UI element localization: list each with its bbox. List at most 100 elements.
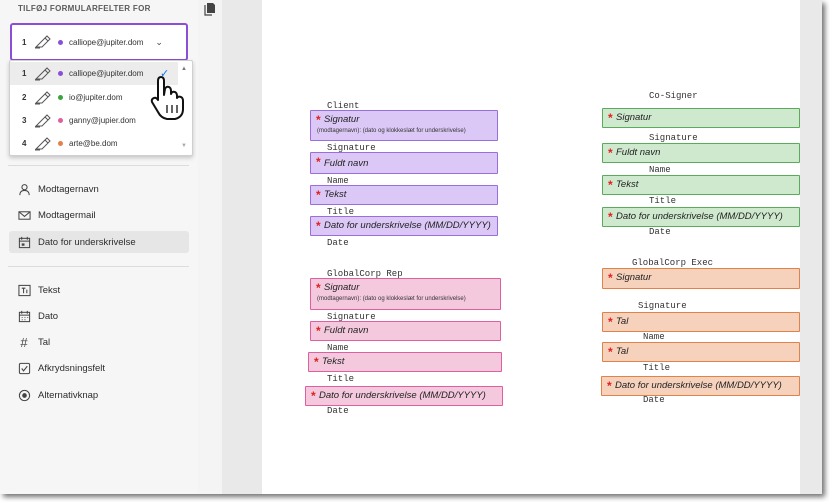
recipient-option-1[interactable]: 1 calliope@jupiter.dom ✓ [10, 62, 178, 85]
recipient-option-3[interactable]: 3 ganny@jupier.dom [10, 109, 178, 132]
pen-icon [34, 90, 51, 104]
divider [8, 266, 189, 267]
rep-date-field[interactable]: * Dato for underskrivelse (MM/DD/YYYY) [305, 386, 503, 406]
cosigner-title-field[interactable]: * Tekst [602, 175, 800, 195]
field-text: Fuldt navn [616, 147, 661, 158]
field-text: Dato for underskrivelse (MM/DD/YYYY) [319, 390, 486, 401]
rep-name-field[interactable]: * Fuldt navn [310, 321, 501, 341]
exec-heading: GlobalCorp Exec [632, 258, 714, 268]
calendar-icon [17, 309, 31, 323]
cosigner-name-field[interactable]: * Fuldt navn [602, 143, 800, 163]
app-window: TILFØJ FORMULARFELTER FOR 1 calliope@jup… [0, 0, 822, 494]
cosigner-signature-field[interactable]: * Signatur [602, 108, 800, 128]
client-signature-field[interactable]: * Signatur (modtagernavn): (dato og klok… [310, 110, 498, 141]
recipient-number: 1 [22, 37, 27, 47]
field-text: Tal [616, 346, 629, 357]
client-title-label: Title [327, 207, 355, 217]
cosigner-date-label: Date [649, 227, 671, 237]
exec-signature-field[interactable]: * Signatur [602, 268, 800, 289]
copy-icon[interactable] [204, 2, 216, 16]
field-text[interactable]: Tekst [9, 279, 189, 301]
panel-title: TILFØJ FORMULARFELTER FOR [18, 4, 151, 13]
field-signing-date[interactable]: Dato for underskrivelse [9, 231, 189, 253]
recipient-email: calliope@jupiter.dom [69, 37, 144, 47]
required-icon: * [608, 111, 613, 125]
pen-icon [34, 136, 51, 150]
field-text: Tekst [616, 179, 639, 190]
calendar-icon [17, 235, 31, 249]
divider [8, 165, 189, 166]
pen-icon [34, 35, 51, 49]
scroll-up-icon[interactable]: ▲ [181, 66, 187, 72]
rep-signature-field[interactable]: * Signatur (modtagernavn): (dato og klok… [310, 278, 501, 310]
exec-name-label: Name [643, 332, 665, 342]
exec-title-label: Title [643, 363, 671, 373]
required-icon: * [608, 146, 613, 160]
field-text: Fuldt navn [324, 158, 369, 169]
field-label: Afkrydsningsfelt [38, 362, 106, 374]
client-date-field[interactable]: * Dato for underskrivelse (MM/DD/YYYY) [310, 216, 498, 236]
pen-icon [34, 66, 51, 80]
recipient-color-dot [58, 118, 63, 123]
checkmark-icon: ✓ [160, 68, 170, 80]
required-icon: * [316, 324, 321, 338]
field-checkbox[interactable]: Afkrydsningsfelt [9, 357, 189, 379]
exec-date-field[interactable]: * Dato for underskrivelse (MM/DD/YYYY) [601, 376, 800, 396]
rep-name-label: Name [327, 343, 349, 353]
required-icon: * [316, 113, 321, 127]
document-page [262, 0, 800, 494]
recipient-email: arte@be.dom [69, 139, 118, 148]
exec-signature-label: Signature [638, 301, 687, 311]
client-date-label: Date [327, 238, 349, 248]
field-label: Dato [38, 310, 59, 322]
recipient-select[interactable]: 1 calliope@jupiter.dom ⌄ [10, 23, 188, 61]
scroll-down-icon[interactable]: ▼ [181, 143, 187, 149]
field-text: Tekst [324, 189, 347, 200]
field-recipient-name[interactable]: Modtagernavn [9, 178, 189, 200]
recipient-email: calliope@jupiter.dom [69, 69, 144, 78]
cosigner-name-label: Name [649, 165, 671, 175]
pen-icon [34, 113, 51, 127]
rep-date-label: Date [327, 406, 349, 416]
rep-title-field[interactable]: * Tekst [308, 352, 502, 372]
hand-cursor-icon [150, 76, 184, 120]
required-icon: * [316, 155, 321, 169]
recipient-option-4[interactable]: 4 arte@be.dom [10, 132, 178, 155]
field-text: Dato for underskrivelse (MM/DD/YYYY) [616, 211, 783, 222]
exec-date-label: Date [643, 395, 665, 405]
exec-name-field[interactable]: * Tal [602, 312, 800, 332]
recipient-color-dot [58, 39, 63, 45]
field-radio[interactable]: Alternativknap [9, 384, 189, 406]
required-icon: * [311, 389, 316, 403]
field-text: Signatur [616, 112, 652, 123]
person-icon [17, 182, 31, 196]
client-signature-label: Signature [327, 143, 376, 153]
field-recipient-email[interactable]: Modtagermail [9, 204, 189, 226]
field-text: Tekst [322, 356, 345, 367]
recipient-color-dot [58, 95, 63, 100]
dropdown-scrollbar[interactable]: ▲ ▼ [177, 61, 192, 155]
field-subtext: (modtagernavn): (dato og klokkeslæt for … [317, 296, 466, 302]
required-icon: * [608, 178, 613, 192]
client-title-field[interactable]: * Tekst [310, 185, 498, 205]
envelope-icon [17, 208, 31, 222]
field-date[interactable]: Dato [9, 305, 189, 327]
client-name-field[interactable]: * Fuldt navn [310, 152, 498, 174]
field-text: Dato for underskrivelse (MM/DD/YYYY) [324, 220, 491, 231]
exec-title-field[interactable]: * Tal [602, 342, 800, 362]
field-text: Signatur [616, 272, 652, 283]
recipient-number: 3 [22, 116, 27, 125]
text-field-icon [17, 283, 31, 297]
rep-heading: GlobalCorp Rep [327, 269, 403, 279]
field-label: Alternativknap [38, 389, 99, 401]
required-icon: * [316, 219, 321, 233]
field-number[interactable]: # Tal [9, 331, 189, 353]
client-name-label: Name [327, 176, 349, 186]
radio-icon [17, 388, 31, 402]
field-label: Dato for underskrivelse [38, 236, 136, 248]
recipient-option-2[interactable]: 2 io@jupiter.dom [10, 86, 178, 109]
cosigner-date-field[interactable]: * Dato for underskrivelse (MM/DD/YYYY) [602, 207, 800, 227]
field-label: Modtagermail [38, 209, 96, 221]
field-text: Dato for underskrivelse (MM/DD/YYYY) [615, 380, 782, 391]
recipient-color-dot [58, 141, 63, 146]
